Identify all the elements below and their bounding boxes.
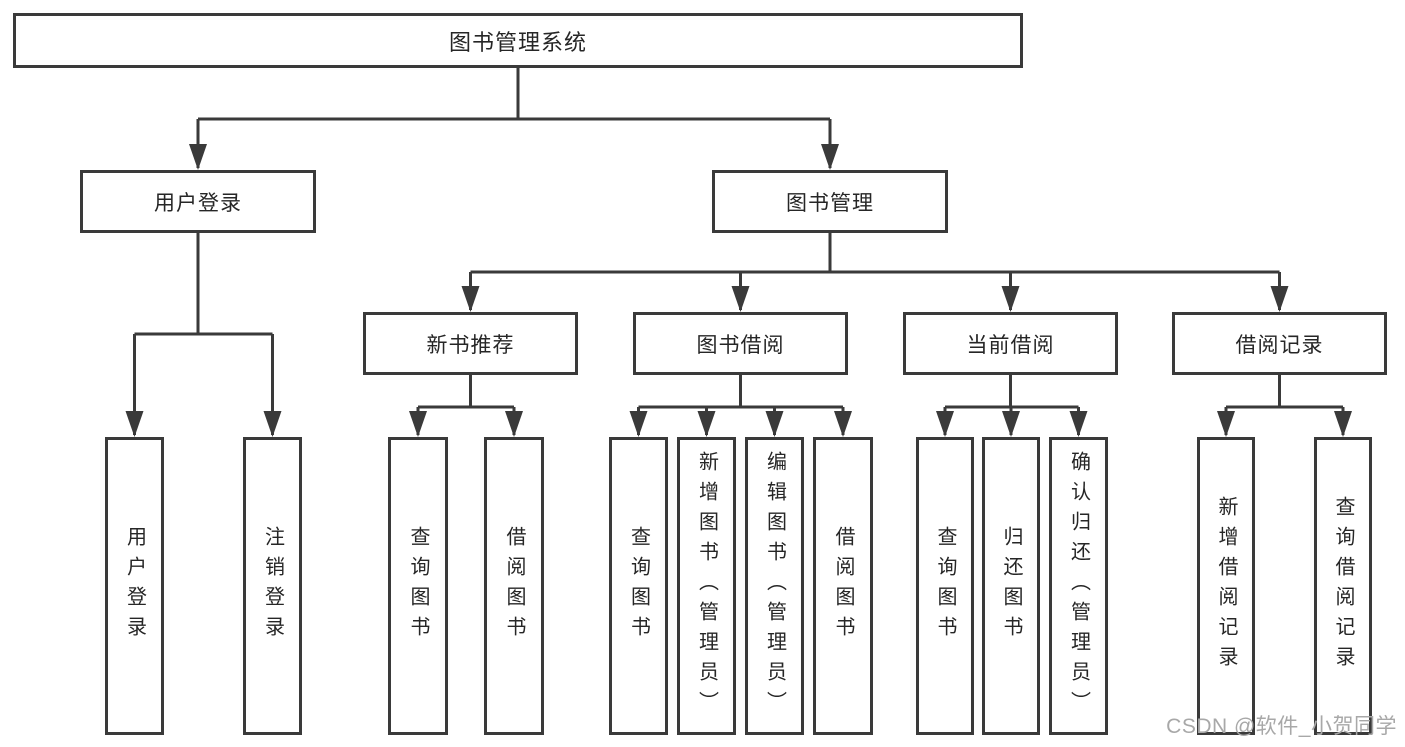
leaf-edit-books-admin: 编辑图书（管理员）: [745, 437, 804, 735]
leaf-borrow-books: 借阅图书: [813, 437, 873, 735]
node-user-login: 用户登录: [80, 170, 316, 233]
leaf-add-borrow-record: 新增借阅记录: [1197, 437, 1255, 735]
leaf-borrow-books-recommend: 借阅图书: [484, 437, 544, 735]
leaf-user-login: 用户登录: [105, 437, 164, 735]
node-borrowing-records: 借阅记录: [1172, 312, 1387, 375]
arrowheads: [125, 144, 1352, 437]
node-book-borrowing: 图书借阅: [633, 312, 848, 375]
node-book-management: 图书管理: [712, 170, 948, 233]
leaf-confirm-return-admin: 确认归还（管理员）: [1049, 437, 1108, 735]
watermark: CSDN @软件_小贺同学: [1166, 715, 1397, 738]
node-library-system: 图书管理系统: [13, 13, 1023, 68]
leaf-logout: 注销登录: [243, 437, 302, 735]
leaf-query-books-recommend: 查询图书: [388, 437, 448, 735]
node-current-borrowing: 当前借阅: [903, 312, 1118, 375]
leaf-query-books-borrowing: 查询图书: [609, 437, 668, 735]
leaf-add-books-admin: 新增图书（管理员）: [677, 437, 736, 735]
leaf-query-borrow-record: 查询借阅记录: [1314, 437, 1372, 735]
node-new-book-recommend: 新书推荐: [363, 312, 578, 375]
leaf-query-books-current: 查询图书: [916, 437, 974, 735]
leaf-return-books: 归还图书: [982, 437, 1040, 735]
